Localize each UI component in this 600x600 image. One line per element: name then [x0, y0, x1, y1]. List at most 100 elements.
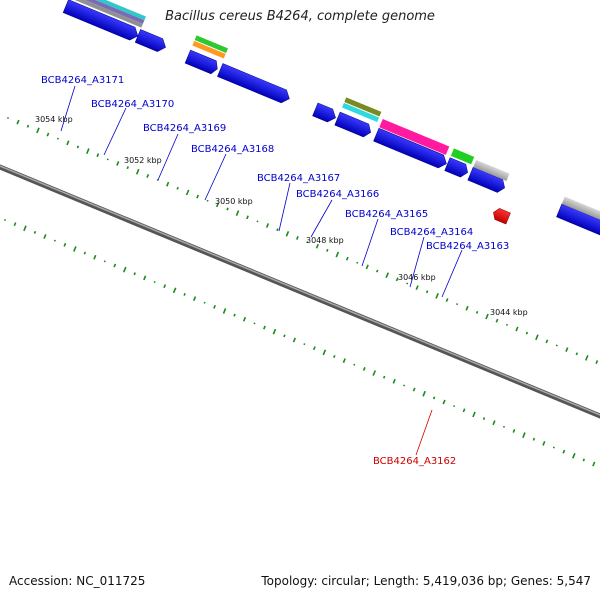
- gene-label-a3168[interactable]: BCB4264_A3168: [191, 144, 274, 155]
- gc-tick: [73, 246, 77, 252]
- gc-tick: [522, 432, 526, 438]
- gene-arrow-a3167a[interactable]: [312, 102, 339, 124]
- gc-tick: [453, 405, 456, 408]
- gc-tick: [512, 429, 516, 433]
- map-title: Bacillus cereus B4264, complete genome: [165, 9, 435, 24]
- gc-tick: [3, 219, 7, 221]
- gc-tick: [362, 366, 366, 371]
- gc-tick: [425, 290, 429, 294]
- domain-bar-green: [194, 35, 228, 53]
- gc-tick: [143, 275, 147, 281]
- gene-label-a3167[interactable]: BCB4264_A3167: [257, 173, 340, 184]
- gc-tick: [215, 202, 220, 208]
- gc-tick: [263, 325, 266, 330]
- gc-tick: [233, 313, 236, 317]
- gc-tick: [295, 236, 299, 240]
- gc-tick: [135, 168, 140, 175]
- gene-label-a3171[interactable]: BCB4264_A3171: [41, 75, 124, 86]
- gc-tick: [116, 161, 120, 166]
- gc-tick: [303, 343, 306, 346]
- gene-arrow-a3166[interactable]: [373, 127, 450, 170]
- gc-tick: [185, 189, 190, 196]
- gene-label-a3165[interactable]: BCB4264_A3165: [345, 209, 428, 220]
- gene-arrow-a3169[interactable]: [184, 49, 220, 75]
- gc-tick: [472, 411, 476, 418]
- gene-label-a3164[interactable]: BCB4264_A3164: [390, 227, 473, 238]
- gc-tick: [83, 251, 87, 255]
- scale-label-3044: 3044 kbp: [490, 308, 528, 317]
- gc-tick: [585, 355, 589, 361]
- gene-arrow-a3162[interactable]: [491, 207, 511, 225]
- gc-tick: [435, 293, 439, 299]
- gc-tick: [403, 384, 406, 387]
- gc-tick: [172, 287, 177, 294]
- gc-tick: [222, 308, 227, 314]
- gc-tick: [582, 458, 586, 462]
- gc-tick: [26, 124, 30, 128]
- gene-label-a3163[interactable]: BCB4264_A3163: [426, 241, 509, 252]
- gc-tick: [542, 440, 546, 446]
- gc-tick: [106, 158, 109, 161]
- gc-tick: [23, 225, 27, 232]
- gene-arrow-a3170[interactable]: [134, 29, 168, 53]
- scale-label-3046: 3046 kbp: [398, 273, 436, 282]
- gc-tick: [415, 285, 419, 290]
- gene-label-a3170[interactable]: BCB4264_A3170: [91, 99, 174, 110]
- gc-tick: [6, 117, 10, 119]
- gc-tick: [333, 355, 336, 358]
- gene-label-a3166[interactable]: BCB4264_A3166: [296, 189, 379, 200]
- gc-tick: [36, 127, 40, 134]
- gc-tick: [193, 296, 197, 301]
- gc-tick: [532, 437, 536, 441]
- gene-arrow-a3163[interactable]: [556, 203, 600, 248]
- domain-bar-grey-2: [473, 159, 510, 182]
- domain-bar-cyan-2: [342, 102, 380, 123]
- gc-tick: [272, 328, 277, 335]
- gc-tick: [382, 375, 386, 379]
- gc-tick: [66, 140, 70, 146]
- gene-label-a3169[interactable]: BCB4264_A3169: [143, 123, 226, 134]
- label-leader-lines: [60, 85, 463, 456]
- gc-tick: [256, 220, 259, 223]
- scale-labels: 3054 kbp 3052 kbp 3050 kbp 3048 kbp 3046…: [35, 115, 528, 317]
- domain-bar-orange: [192, 40, 226, 59]
- gc-tick: [475, 310, 479, 314]
- gene-label-a3162[interactable]: BCB4264_A3162: [373, 456, 456, 467]
- domain-bar-green-2: [450, 148, 475, 165]
- gc-tick: [306, 241, 309, 244]
- gc-tick: [103, 260, 106, 263]
- gc-tick: [166, 181, 170, 187]
- gc-tick: [365, 264, 369, 270]
- gc-tick: [292, 337, 296, 343]
- domain-bar-olive: [344, 97, 382, 117]
- gc-tick: [113, 263, 117, 268]
- gc-tick: [345, 256, 349, 261]
- gc-tick: [432, 396, 436, 400]
- gc-tick: [153, 281, 156, 284]
- gene-arrow-a3167[interactable]: [334, 111, 374, 139]
- gc-tick: [16, 119, 20, 125]
- gc-tick: [502, 425, 505, 428]
- gc-tick: [242, 316, 247, 322]
- gc-tick: [13, 222, 17, 227]
- gc-tick: [485, 313, 489, 320]
- gene-arrow-a3164[interactable]: [467, 166, 508, 194]
- gene-arrow-a3165[interactable]: [444, 157, 471, 179]
- gene-arrow-a3171[interactable]: [62, 0, 140, 42]
- gc-tick: [235, 210, 240, 216]
- gc-tick: [93, 254, 97, 260]
- gc-content-track-upper: [6, 117, 599, 364]
- gc-tick: [465, 305, 469, 311]
- backbone: [0, 164, 600, 419]
- gc-tick: [442, 399, 446, 405]
- gc-tick: [562, 449, 566, 454]
- gc-tick: [335, 251, 340, 258]
- gc-tick: [492, 420, 496, 426]
- gc-tick: [592, 461, 596, 467]
- gc-tick: [445, 298, 449, 302]
- gene-labels: BCB4264_A3171 BCB4264_A3170 BCB4264_A316…: [41, 75, 509, 467]
- gc-tick: [326, 248, 329, 252]
- gene-arrow-a3168[interactable]: [217, 63, 292, 106]
- gc-tick: [545, 339, 549, 344]
- gc-content-track-lower: [3, 219, 596, 467]
